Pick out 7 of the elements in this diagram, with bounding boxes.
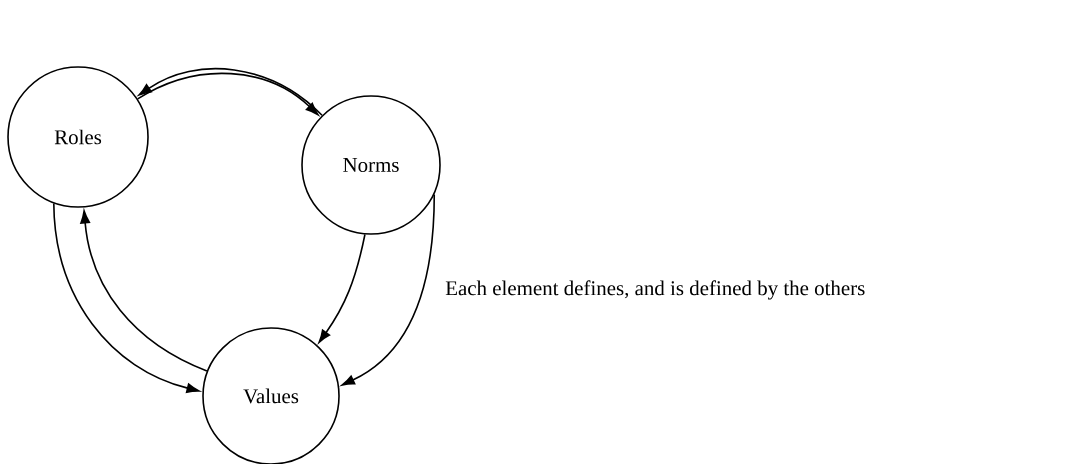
arrow	[53, 202, 200, 393]
arrow	[318, 233, 366, 343]
circle-node: Norms	[301, 95, 441, 235]
edge-label: Each element defines, and is defined by the others	[443, 278, 868, 302]
circle-node: Roles	[7, 66, 149, 208]
arrow	[80, 210, 208, 372]
arrow	[341, 193, 436, 386]
